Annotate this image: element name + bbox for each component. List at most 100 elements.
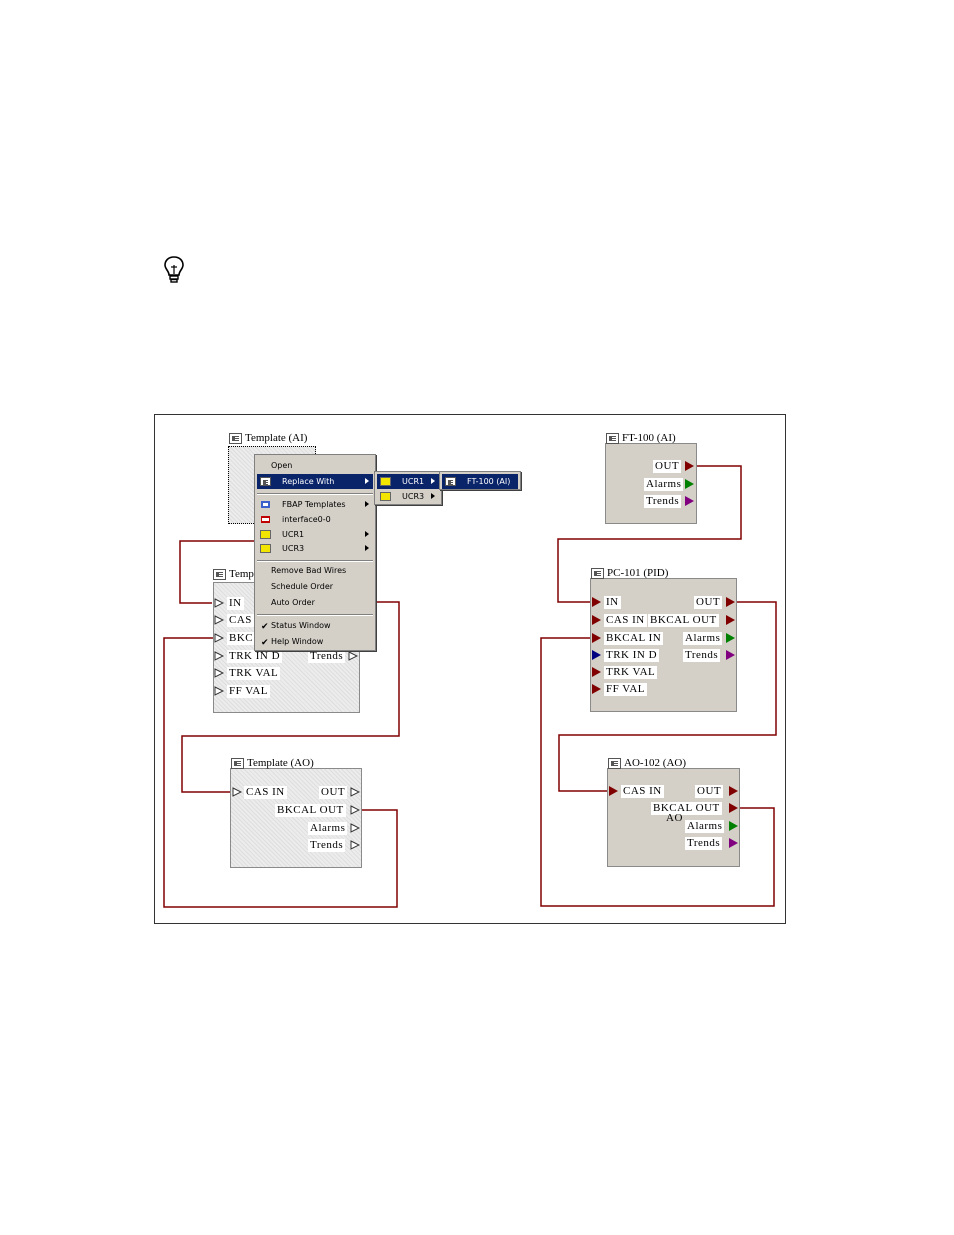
input-port-icon[interactable]	[592, 650, 601, 660]
output-port-icon[interactable]	[350, 805, 360, 815]
output-port-icon[interactable]	[729, 821, 738, 831]
submenu-arrow-icon	[365, 545, 369, 551]
param-cas-in: CAS IN	[621, 785, 664, 798]
menu-separator	[257, 560, 373, 562]
input-port-icon[interactable]	[214, 615, 224, 625]
output-port-icon[interactable]	[348, 651, 358, 661]
output-port-icon[interactable]	[726, 597, 735, 607]
wire-template-ao-bkcal	[163, 637, 398, 908]
menu-item-auto-order[interactable]: Auto Order	[271, 598, 315, 607]
block-icon	[591, 567, 604, 579]
menu-item-status-window[interactable]: ✔ Status Window	[257, 618, 373, 633]
interface-icon	[261, 516, 270, 523]
param-in: IN	[227, 597, 244, 610]
template-ao-title: Template (AO)	[231, 757, 314, 769]
fbap-templates-icon	[261, 501, 270, 508]
block-type-label: AO	[666, 812, 683, 824]
param-bkcal-out: BKCAL OUT	[651, 802, 722, 815]
input-port-icon[interactable]	[214, 598, 224, 608]
menu-item-interface[interactable]: interface0-0	[257, 512, 373, 527]
param-in: IN	[604, 596, 621, 609]
pc101-title: PC-101 (PID)	[591, 567, 668, 579]
param-cas-in: CAS IN	[244, 786, 287, 799]
output-port-icon[interactable]	[685, 496, 694, 506]
input-port-icon[interactable]	[609, 786, 618, 796]
param-cas-in: CAS	[227, 614, 254, 627]
menu-separator	[257, 493, 373, 495]
input-port-icon[interactable]	[592, 667, 601, 677]
folder-icon	[260, 530, 271, 539]
wire-pc101-out-to-ao102-cas	[558, 601, 777, 792]
ucr1-submenu: FT-100 (AI)	[439, 471, 521, 490]
input-port-icon[interactable]	[214, 651, 224, 661]
input-port-icon[interactable]	[214, 668, 224, 678]
context-menu: Open Replace With FBAP Templates interfa…	[254, 454, 376, 651]
input-port-icon[interactable]	[592, 633, 601, 643]
output-port-icon[interactable]	[350, 840, 360, 850]
input-port-icon[interactable]	[214, 686, 224, 696]
input-port-icon[interactable]	[214, 633, 224, 643]
input-port-icon[interactable]	[592, 684, 601, 694]
folder-icon	[380, 477, 391, 486]
submenu-item-ft100[interactable]: FT-100 (AI)	[442, 474, 518, 489]
menu-item-help-window[interactable]: ✔ Help Window	[257, 634, 373, 649]
output-port-icon[interactable]	[726, 633, 735, 643]
param-out: OUT	[695, 785, 724, 798]
block-icon	[606, 432, 619, 444]
menu-item-remove-bad-wires[interactable]: Remove Bad Wires	[271, 566, 347, 575]
param-ff-val: FF VAL	[604, 683, 647, 696]
output-port-icon[interactable]	[726, 650, 735, 660]
output-port-icon[interactable]	[350, 787, 360, 797]
wire-template-ai-to-in	[179, 540, 256, 604]
output-port-icon[interactable]	[729, 803, 738, 813]
input-port-icon[interactable]	[232, 787, 242, 797]
output-port-icon[interactable]	[350, 823, 360, 833]
block-icon	[260, 477, 271, 486]
ao102-block[interactable]	[607, 768, 740, 867]
param-out: OUT	[653, 460, 682, 473]
submenu-arrow-icon	[431, 493, 435, 499]
menu-item-replace-with[interactable]: Replace With	[257, 474, 373, 489]
submenu-arrow-icon	[431, 478, 435, 484]
menu-item-schedule-order[interactable]: Schedule Order	[271, 582, 334, 591]
input-port-icon[interactable]	[592, 597, 601, 607]
param-bkcal-out: BKCAL OUT	[275, 804, 346, 817]
param-trk-in-d: TRK IN D	[604, 649, 660, 662]
ao102-title: AO-102 (AO)	[608, 757, 686, 769]
template-ai-title: Template (AI)	[229, 432, 307, 444]
param-out: OUT	[694, 596, 723, 609]
block-icon	[608, 757, 621, 769]
submenu-arrow-icon	[365, 501, 369, 507]
menu-item-open[interactable]: Open	[271, 461, 293, 470]
param-trk-in-d: TRK IN D	[227, 650, 283, 663]
param-trends: Trends	[308, 839, 346, 852]
menu-item-ucr1[interactable]: UCR1	[257, 527, 373, 542]
output-port-icon[interactable]	[685, 461, 694, 471]
menu-item-ucr3[interactable]: UCR3	[257, 541, 373, 556]
menu-item-fbap-templates[interactable]: FBAP Templates	[257, 497, 373, 512]
block-icon	[213, 568, 226, 580]
lightbulb-icon	[164, 256, 184, 283]
param-trk-val: TRK VAL	[604, 666, 658, 679]
folder-icon	[260, 544, 271, 553]
submenu-item-ucr1[interactable]: UCR1	[377, 474, 439, 489]
wire-ao102-bkcal-to-pc101	[540, 637, 775, 907]
input-port-icon[interactable]	[592, 615, 601, 625]
param-alarms: Alarms	[685, 820, 725, 833]
param-bkcal-in: BKC	[227, 632, 256, 645]
submenu-item-ucr3[interactable]: UCR3	[377, 489, 439, 504]
param-alarms: Alarms	[683, 632, 723, 645]
param-alarms: Alarms	[308, 822, 348, 835]
output-port-icon[interactable]	[729, 838, 738, 848]
checkmark-icon: ✔	[261, 638, 269, 648]
template-pid-title: Temp	[213, 568, 254, 580]
output-port-icon[interactable]	[729, 786, 738, 796]
submenu-arrow-icon	[365, 478, 369, 484]
output-port-icon[interactable]	[726, 615, 735, 625]
folder-icon	[380, 492, 391, 501]
output-port-icon[interactable]	[685, 479, 694, 489]
replace-with-submenu: UCR1 UCR3	[374, 471, 442, 505]
template-ao-block[interactable]	[230, 768, 362, 868]
param-trends: Trends	[683, 649, 721, 662]
